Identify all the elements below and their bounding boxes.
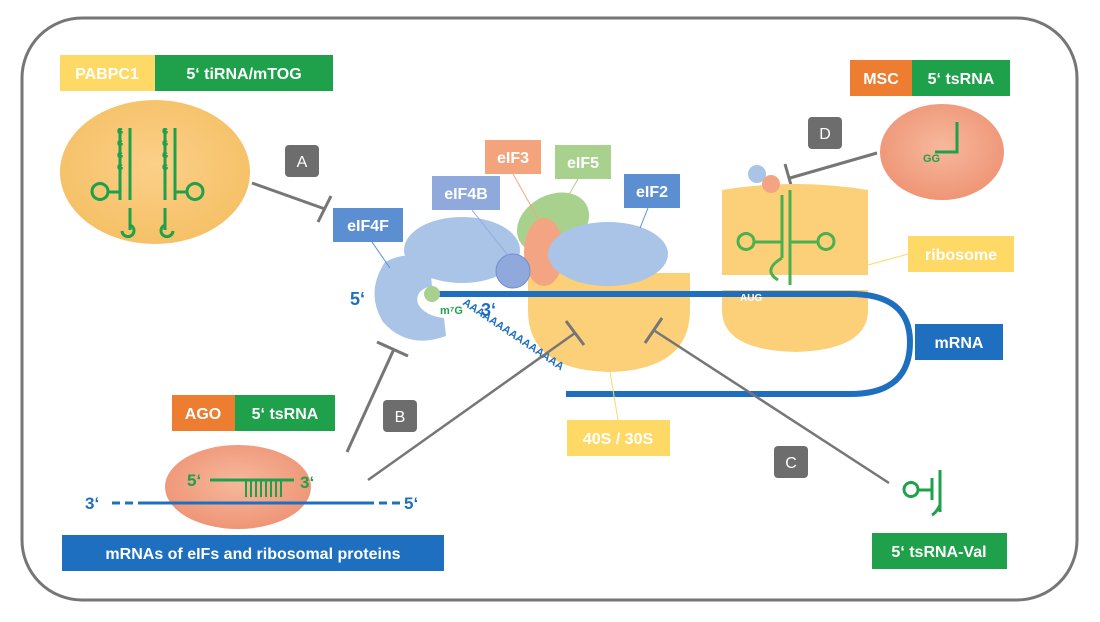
- msc-dot-salmon: [762, 175, 780, 193]
- tirna-mtog-label-box: [155, 55, 333, 91]
- eif4b-label-box: [432, 176, 500, 210]
- ago-label-box: [172, 395, 235, 431]
- eif3-label-box: [485, 140, 541, 174]
- ribosome-small-subunit: [722, 290, 868, 352]
- inhibition-line-c: [654, 329, 890, 485]
- ago-label: AGO: [185, 406, 221, 423]
- tsrna-d-label-box: [912, 60, 1010, 96]
- s40-leader: [609, 371, 619, 421]
- inhibition-line-b: [345, 348, 396, 453]
- tirna-mtog-label: 5‘ tiRNA/mTOG: [186, 66, 301, 83]
- tsrna-val-icon: [902, 470, 942, 517]
- eif3-complex: [524, 218, 564, 286]
- eif2-label: eIF2: [636, 184, 668, 201]
- svg-text:G: G: [117, 127, 123, 136]
- mrna-label-box: [915, 324, 1003, 360]
- tsrna-d-strand: [935, 122, 959, 154]
- ribosome-label-box: [908, 236, 1014, 272]
- mrna-strand: [432, 291, 914, 397]
- msc-label: MSC: [863, 71, 899, 88]
- eif4f-label-box: [333, 208, 403, 242]
- tsrna-val-label-box: [872, 533, 1007, 569]
- inhibition-line-d: [789, 151, 878, 180]
- badge-d: [808, 117, 842, 149]
- ribosome-label: ribosome: [925, 247, 997, 264]
- ribosome-large-subunit: [722, 184, 868, 275]
- eif4f-complex: [374, 255, 446, 341]
- pabpc1-label-box: [60, 55, 155, 91]
- hybrid-five-label: 5‘: [187, 471, 201, 490]
- eif3-label: eIF3: [497, 150, 529, 167]
- eif4b-label: eIF4B: [444, 186, 488, 203]
- eif5-leader: [565, 178, 579, 201]
- tsrna-b-label-box: [235, 395, 335, 431]
- badge-b: [383, 400, 417, 432]
- svg-text:G: G: [162, 127, 168, 136]
- inhibition-line-a: [251, 181, 326, 211]
- ago-complex: [165, 445, 311, 529]
- gg-label: GG: [923, 153, 940, 165]
- svg-text:G: G: [117, 139, 123, 148]
- eif4f-label: eIF4F: [347, 218, 389, 235]
- eif5-label-box: [555, 145, 611, 179]
- s40-label: 40S / 30S: [583, 431, 654, 448]
- eif5-label: eIF5: [567, 155, 599, 172]
- three-prime-label: 3‘: [481, 300, 496, 320]
- svg-text:G: G: [117, 151, 123, 160]
- svg-text:G: G: [117, 163, 123, 172]
- m7g-cap: [424, 286, 440, 302]
- target-five-label: 5‘: [404, 494, 418, 513]
- inhibition-line-b2: [367, 331, 576, 482]
- mrnas-eifs-label: mRNAs of eIFs and ribosomal proteins: [105, 546, 400, 563]
- tsrna-b-label: 5‘ tsRNA: [252, 406, 319, 423]
- msc-dot-blue: [748, 165, 766, 183]
- eif2-complex: [548, 222, 668, 286]
- eif2-label-box: [624, 174, 680, 208]
- mrnas-eifs-label-box: [62, 535, 444, 571]
- five-prime-label: 5‘: [350, 289, 365, 309]
- trna-icon: [736, 190, 836, 285]
- ribosome-leader: [867, 253, 909, 266]
- badge-a: [285, 145, 319, 177]
- s40-label-box: [567, 420, 670, 456]
- pabpc1-label: PABPC1: [75, 66, 139, 83]
- cap-label: m⁷G: [440, 305, 463, 317]
- inhibition-bar-a: [316, 195, 333, 223]
- mrna-label: mRNA: [935, 335, 984, 352]
- badge-c: [774, 446, 808, 478]
- cell-frame: [20, 16, 1079, 602]
- hybrid-ticks: [245, 480, 282, 497]
- svg-text:G: G: [162, 139, 168, 148]
- aug-codon: AUG: [740, 293, 762, 304]
- eif4f-leader: [371, 241, 391, 269]
- badge-b-label: B: [395, 409, 406, 426]
- msc-label-box: [850, 60, 912, 96]
- subunit-40s: [528, 273, 690, 372]
- eif4b-complex: [495, 253, 531, 289]
- badge-d-label: D: [819, 126, 831, 143]
- svg-text:G: G: [162, 151, 168, 160]
- inhibition-bar-b: [376, 340, 409, 358]
- inhibition-bar-b2: [564, 320, 586, 346]
- inhibition-bar-c: [643, 317, 664, 344]
- eif4b-leader: [471, 209, 511, 259]
- svg-text:G: G: [162, 163, 168, 172]
- target-three-label: 3‘: [85, 494, 99, 513]
- pabpc1-complex: [60, 100, 250, 244]
- g-quadruplex-icon: [90, 128, 205, 239]
- eif2-leader: [639, 207, 649, 229]
- tsrna-d-label: 5‘ tsRNA: [928, 71, 995, 88]
- hybrid-three-label: 3‘: [300, 473, 314, 492]
- badge-c-label: C: [785, 455, 797, 472]
- eif3-leader: [512, 173, 541, 223]
- badge-a-label: A: [297, 154, 308, 171]
- tsrna-val-label: 5‘ tsRNA-Val: [891, 544, 986, 561]
